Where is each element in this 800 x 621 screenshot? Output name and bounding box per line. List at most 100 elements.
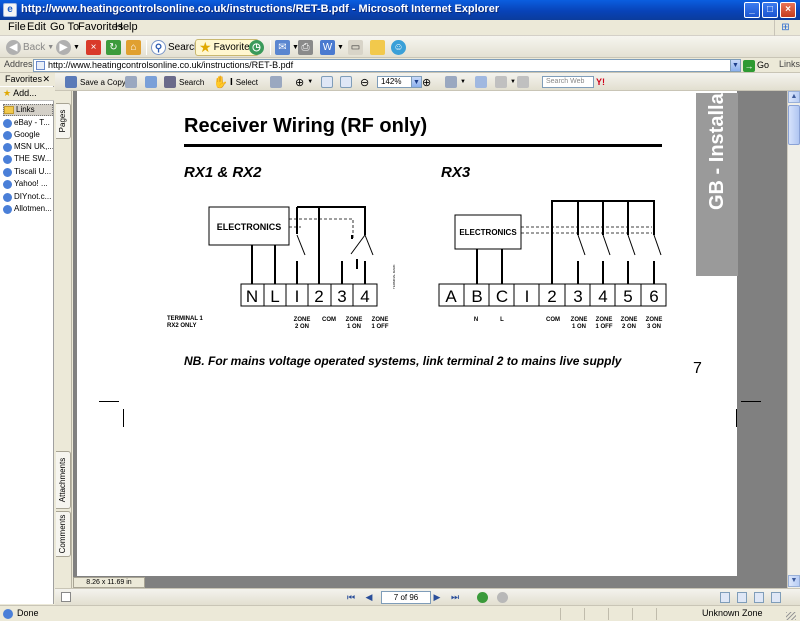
scroll-thumb[interactable] <box>788 105 800 145</box>
stop-button[interactable]: × <box>86 39 101 56</box>
page-number-input[interactable]: 7 of 96 <box>381 591 431 604</box>
continuous-facing-icon[interactable] <box>771 592 781 603</box>
pdf-search-button[interactable]: Search <box>164 75 204 89</box>
zoom-tool-button[interactable]: ⊕▼ <box>295 75 313 89</box>
chevron-down-icon: ▼ <box>73 44 80 51</box>
email-button[interactable] <box>145 75 157 89</box>
resize-grip-icon[interactable] <box>786 612 796 620</box>
zoom-select[interactable]: 142% <box>377 76 415 88</box>
go-forward-view-icon[interactable] <box>497 592 508 603</box>
review-button[interactable] <box>475 75 487 89</box>
tab-comments[interactable]: Comments <box>56 511 71 557</box>
ie-page-icon <box>3 130 12 140</box>
tab-pages[interactable]: Pages <box>56 103 71 139</box>
zoom-in-button[interactable]: ⊕ <box>422 75 431 89</box>
forward-arrow-icon: ▶ <box>56 40 71 55</box>
main-toolbar: ◀ Back ▼ ▶ ▼ × ↻ ⌂ ⚲ Search ★ Favorites … <box>0 36 800 58</box>
favorites-button[interactable]: ★ Favorites <box>195 39 259 56</box>
first-page-button[interactable]: ⏮ <box>346 592 356 602</box>
rx3-title: RX3 <box>441 164 471 181</box>
hand-tool-button[interactable]: ✋ <box>213 75 228 89</box>
favorite-item[interactable]: Allotmen... <box>3 203 53 215</box>
save-copy-button[interactable]: Save a Copy <box>65 75 126 89</box>
zoom-out-button[interactable]: ⊖ <box>360 75 369 89</box>
single-page-icon[interactable] <box>720 592 730 603</box>
go-back-view-icon[interactable] <box>477 592 488 603</box>
maximize-button[interactable]: □ <box>762 2 778 18</box>
thumbnail-toggle-icon[interactable] <box>61 592 71 602</box>
favorite-label: Tiscali U... <box>14 167 52 176</box>
search-web-input[interactable]: Search Web <box>542 76 594 88</box>
address-dropdown-button[interactable]: ▼ <box>730 59 741 72</box>
favorite-label: Links <box>16 105 35 114</box>
favorite-item[interactable]: eBay - T... <box>3 117 53 129</box>
search-button[interactable]: ⚲ Search <box>151 39 200 56</box>
continuous-page-icon[interactable] <box>737 592 747 603</box>
page-icon <box>36 61 45 70</box>
minimize-button[interactable]: _ <box>744 2 760 18</box>
back-arrow-icon: ◀ <box>6 40 21 55</box>
refresh-button[interactable]: ↻ <box>106 39 121 56</box>
fit-page-button[interactable] <box>340 75 352 89</box>
rx3-n-label: N <box>473 317 479 323</box>
scroll-up-button[interactable]: ▲ <box>788 91 800 103</box>
menu-edit[interactable]: Edit <box>27 21 46 33</box>
favorite-item[interactable]: Google <box>3 129 53 141</box>
rx12-zone1off-label: ZONE 1 OFF <box>371 317 389 330</box>
close-icon[interactable]: ✕ <box>42 74 50 84</box>
folder-button[interactable] <box>370 39 385 56</box>
tab-attachments[interactable]: Attachments <box>56 451 71 509</box>
add-favorite-button[interactable]: ★ Add... <box>0 87 54 101</box>
address-input[interactable]: http://www.heatingcontrolsonline.co.uk/i… <box>33 59 741 72</box>
print-button[interactable] <box>125 75 137 89</box>
side-banner-label: GB - Installatio <box>706 91 728 210</box>
mail-icon: ✉ <box>275 40 290 55</box>
mail-button[interactable]: ✉ ▼ <box>275 39 299 56</box>
vertical-scrollbar[interactable]: ▲ ▼ <box>787 91 800 588</box>
rx3-zone2on-label: ZONE 2 ON <box>620 317 638 330</box>
menu-favorites[interactable]: Favorites <box>78 21 124 33</box>
favorite-item[interactable]: THE SW... <box>3 153 53 165</box>
close-button[interactable]: × <box>780 2 796 18</box>
favorite-item[interactable]: Tiscali U... <box>3 166 53 178</box>
sign-button[interactable]: ▼ <box>495 75 516 89</box>
tasks-button[interactable] <box>517 75 529 89</box>
rx12-zone2on-label: ZONE 2 ON <box>293 317 311 330</box>
actual-size-button[interactable] <box>321 75 333 89</box>
rx12-electronics-label: ELECTRONICS <box>217 222 282 232</box>
favorite-label: Allotmen... <box>14 204 52 213</box>
scroll-down-button[interactable]: ▼ <box>788 575 800 587</box>
favorite-item[interactable]: MSN UK,... <box>3 141 53 153</box>
favorite-item[interactable]: Links <box>3 104 53 116</box>
print-button[interactable]: ⎙ <box>298 39 313 56</box>
favorite-item[interactable]: DIYnot.c... <box>3 191 53 203</box>
menu-file[interactable]: File <box>8 21 26 33</box>
discuss-button[interactable]: ▭ <box>348 39 363 56</box>
messenger-button[interactable]: ☺ <box>391 39 406 56</box>
facing-page-icon[interactable] <box>754 592 764 603</box>
forward-button[interactable]: ▶ ▼ <box>56 39 80 56</box>
links-button[interactable]: Links <box>779 59 800 69</box>
last-page-button[interactable]: ⏭ <box>450 592 460 602</box>
rotate-button[interactable]: ▼ <box>445 75 466 89</box>
favorite-label: Yahoo! ... <box>14 179 48 188</box>
menu-help[interactable]: Help <box>115 21 138 33</box>
fit-page-icon <box>340 76 352 88</box>
yahoo-button[interactable]: Y! <box>596 75 605 89</box>
next-page-button[interactable]: ▶ <box>433 592 441 602</box>
go-button[interactable]: → Go <box>743 58 775 73</box>
menu-goto[interactable]: Go To <box>50 21 80 33</box>
history-button[interactable]: ◷ <box>249 39 264 56</box>
back-button[interactable]: ◀ Back ▼ <box>6 39 54 56</box>
favorite-item[interactable]: Yahoo! ... <box>3 178 53 190</box>
crop-mark <box>736 409 737 427</box>
zoom-dropdown-button[interactable]: ▼ <box>411 76 422 88</box>
snapshot-button[interactable] <box>270 75 282 89</box>
home-button[interactable]: ⌂ <box>126 39 141 56</box>
select-tool-button[interactable]: I Select <box>230 75 258 89</box>
edit-button[interactable]: W ▼ <box>320 39 344 56</box>
document-area[interactable]: Receiver Wiring (RF only) GB - Installat… <box>73 91 787 588</box>
previous-page-button[interactable]: ◀ <box>365 592 373 602</box>
page-size-indicator: 8.26 x 11.69 in <box>73 577 145 588</box>
search-icon: ⚲ <box>151 40 166 55</box>
